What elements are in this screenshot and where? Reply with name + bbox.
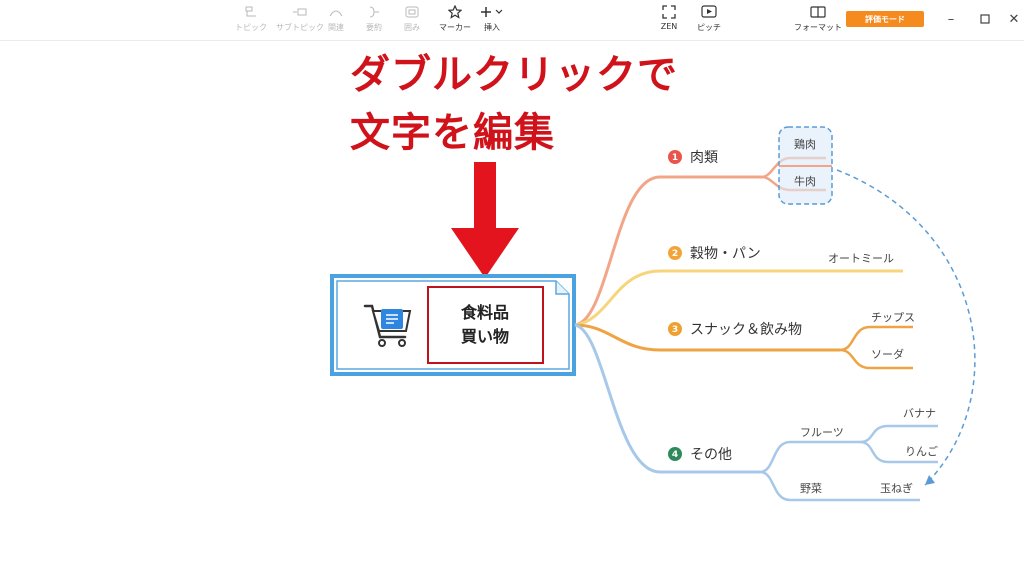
- relation-icon: [327, 4, 345, 20]
- child-oatmeal[interactable]: オートミール: [828, 252, 894, 265]
- relation-button[interactable]: 関連: [327, 4, 345, 36]
- branch-meat[interactable]: 肉類: [690, 150, 718, 166]
- child-vegetables[interactable]: 野菜: [800, 482, 822, 495]
- root-title-line-2: 買い物: [461, 327, 509, 346]
- subtopic-label: サブトピック: [276, 23, 324, 32]
- svg-text:4: 4: [672, 450, 678, 460]
- grandchild-apple[interactable]: りんご: [905, 444, 938, 458]
- subtopic-icon: [291, 4, 309, 20]
- boundary-label: 囲み: [404, 23, 420, 32]
- format-label: フォーマット: [794, 23, 842, 32]
- badge-3-icon: 3: [668, 322, 682, 336]
- summary-button[interactable]: 要約: [365, 4, 383, 36]
- zen-label: ZEN: [660, 22, 678, 31]
- top-toolbar: トピック サブトピック 関連 要約 囲み マーカー 挿入: [0, 0, 1024, 41]
- subtopic-button[interactable]: サブトピック: [276, 4, 324, 36]
- summary-icon: [365, 4, 383, 20]
- minimize-icon[interactable]: –: [947, 11, 955, 27]
- close-icon[interactable]: ✕: [1008, 11, 1020, 27]
- root-title-line-1: 食料品: [460, 303, 509, 322]
- pitch-button[interactable]: ピッチ: [697, 4, 721, 36]
- branch-grains-bread[interactable]: 穀物・パン: [690, 246, 761, 262]
- eval-mode-button[interactable]: 評価モード: [846, 11, 924, 27]
- svg-text:3: 3: [672, 325, 678, 335]
- format-button[interactable]: フォーマット: [794, 4, 842, 36]
- child-fruits[interactable]: フルーツ: [800, 426, 844, 439]
- summary-label: 要約: [366, 23, 382, 32]
- maximize-icon[interactable]: [975, 10, 995, 28]
- pitch-label: ピッチ: [697, 23, 721, 32]
- grandchild-banana[interactable]: バナナ: [903, 407, 936, 420]
- zen-button[interactable]: ZEN: [660, 4, 678, 36]
- branch-snacks-drinks[interactable]: スナック＆飲み物: [690, 322, 802, 338]
- relationship-line[interactable]: [836, 169, 976, 486]
- marker-button[interactable]: マーカー: [439, 4, 471, 36]
- svg-text:2: 2: [672, 249, 678, 259]
- relation-label: 関連: [328, 23, 344, 32]
- topic-label: トピック: [235, 23, 267, 32]
- fullscreen-icon: [660, 4, 678, 20]
- badge-2-icon: 2: [668, 246, 682, 260]
- play-icon: [700, 4, 718, 20]
- star-icon: [446, 4, 464, 20]
- topic-icon: [242, 4, 260, 20]
- annotation-line-2: 文字を編集: [350, 110, 555, 156]
- insert-button[interactable]: 挿入: [479, 4, 505, 36]
- down-arrow-icon: [451, 162, 519, 278]
- shopping-cart-icon: [363, 304, 412, 347]
- plus-icon: [479, 4, 505, 20]
- child-chips[interactable]: チップス: [871, 311, 915, 324]
- child-chicken[interactable]: 鶏肉: [794, 137, 816, 151]
- boundary-button[interactable]: 囲み: [403, 4, 421, 36]
- svg-text:1: 1: [672, 153, 678, 163]
- marker-label: マーカー: [439, 23, 471, 32]
- badge-4-icon: 4: [668, 447, 682, 461]
- grandchild-onion[interactable]: 玉ねぎ: [880, 481, 913, 495]
- badge-1-icon: 1: [668, 150, 682, 164]
- topic-button[interactable]: トピック: [235, 4, 267, 36]
- relationship-arrowhead-icon: [925, 475, 935, 485]
- insert-label: 挿入: [484, 23, 500, 32]
- root-node[interactable]: 食料品 買い物: [330, 274, 576, 376]
- annotation-line-1: ダブルクリックで: [350, 52, 678, 98]
- child-soda[interactable]: ソーダ: [871, 347, 904, 361]
- child-beef[interactable]: 牛肉: [794, 174, 816, 188]
- boundary-icon: [403, 4, 421, 20]
- panel-icon: [809, 4, 827, 20]
- branch-other[interactable]: その他: [690, 447, 732, 463]
